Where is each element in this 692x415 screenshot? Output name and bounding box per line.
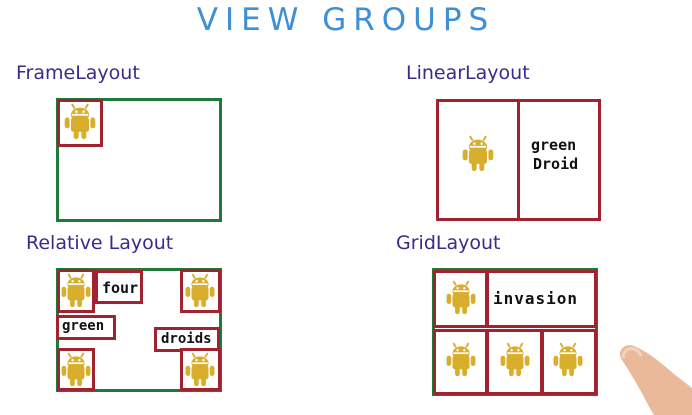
frame-layout-view: [57, 99, 103, 147]
android-droid-icon: [444, 278, 478, 318]
frame-layout-label: FrameLayout: [16, 62, 140, 84]
four-text: four: [102, 279, 139, 297]
android-droid-icon: [183, 272, 217, 310]
relative-text-four: [95, 270, 143, 304]
relative-layout-label: Relative Layout: [26, 232, 174, 254]
linear-layout-label: LinearLayout: [406, 62, 530, 84]
page-title: VIEW GROUPS: [196, 2, 496, 38]
android-droid-icon: [444, 340, 478, 380]
android-droid-icon: [183, 351, 217, 389]
droids-text: droids: [161, 331, 212, 347]
android-droid-icon: [498, 340, 532, 380]
linear-text-line-1: green: [531, 136, 577, 154]
relative-text-green: [56, 315, 116, 340]
pointing-finger-icon: [619, 345, 692, 415]
android-droid-icon: [551, 340, 585, 380]
grid-layout-label: GridLayout: [396, 232, 501, 254]
grid-cell-1: [433, 270, 488, 328]
grid-cell-wide: [486, 270, 597, 328]
android-droid-icon: [62, 102, 98, 142]
invasion-text: invasion: [493, 289, 579, 308]
android-droid-icon: [59, 351, 93, 389]
linear-layout-view-2: [517, 99, 601, 221]
frame-layout-container: [56, 98, 222, 222]
android-droid-icon: [59, 272, 93, 310]
green-text: green: [62, 318, 105, 334]
android-droid-icon: [460, 134, 496, 174]
linear-text-line-2: Droid: [533, 155, 579, 173]
